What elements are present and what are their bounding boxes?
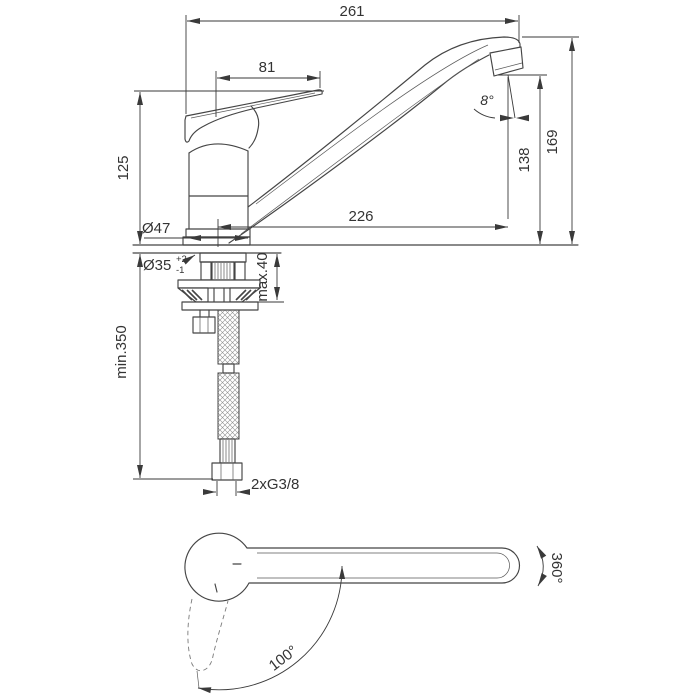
countertop-line — [132, 244, 579, 254]
mounting-clamp — [177, 279, 261, 311]
cartridge-dome — [188, 143, 249, 154]
mounting-shank — [199, 252, 247, 281]
dim-overall-length: 261 — [185, 3, 520, 114]
dim-handle-swivel-label: 100° — [266, 642, 301, 674]
supply-hose — [211, 309, 243, 481]
dim-height-to-handle: 125 — [115, 90, 324, 244]
dim-outlet-height-label: 138 — [516, 147, 533, 172]
dim-handle-length-label: 81 — [259, 59, 276, 76]
dim-spout-swivel: 360° — [536, 545, 565, 587]
side-view: 261 81 125 min.350 Ø47 226 — [113, 3, 579, 496]
hose-collar — [219, 438, 236, 464]
dim-overall-length-label: 261 — [339, 3, 364, 20]
dim-outlet-height: 138 — [498, 74, 547, 244]
dim-max-deck-thickness-label: max.40 — [254, 252, 271, 301]
dim-outlet-angle: 8° — [473, 74, 529, 122]
dim-hole-tol-upper: +2 — [176, 254, 187, 265]
dim-spout-reach: 226 — [217, 77, 509, 247]
faucet-body — [182, 143, 251, 246]
dim-overall-height: 169 — [522, 36, 579, 244]
aerator — [489, 46, 524, 77]
dim-overall-height-label: 169 — [544, 129, 561, 154]
dim-spout-swivel-label: 360° — [548, 552, 565, 583]
lever-rotated-position — [187, 598, 229, 672]
dim-spout-reach-label: 226 — [348, 208, 373, 225]
dim-hole-diameter-label: Ø35 — [143, 257, 171, 274]
lever-back-curve — [248, 105, 260, 149]
faucet-lever — [184, 89, 323, 149]
faucet-plan-outline — [184, 532, 521, 602]
dim-connection-thread: 2xG3/8 — [203, 476, 299, 496]
mounting-stud-nut — [192, 309, 216, 334]
top-view: 100° 360° — [184, 532, 565, 694]
dim-height-to-handle-label: 125 — [115, 155, 132, 180]
dim-handle-length: 81 — [215, 59, 321, 117]
dim-max-deck-thickness: max.40 — [247, 252, 284, 303]
spout — [228, 36, 521, 244]
dim-base-diameter-label: Ø47 — [142, 220, 170, 237]
dim-outlet-angle-label: 8° — [480, 92, 494, 108]
dim-hole-diameter: Ø35 +2 -1 — [143, 254, 196, 276]
dim-base-diameter: Ø47 — [142, 220, 248, 241]
dim-min-hose-length: min.350 — [113, 254, 213, 480]
dim-connection-thread-label: 2xG3/8 — [251, 476, 299, 493]
connection-nut — [211, 462, 243, 481]
clamp-base-plate — [181, 301, 259, 311]
dim-min-hose-length-label: min.350 — [113, 325, 130, 378]
dim-hole-tol-lower: -1 — [176, 265, 184, 276]
